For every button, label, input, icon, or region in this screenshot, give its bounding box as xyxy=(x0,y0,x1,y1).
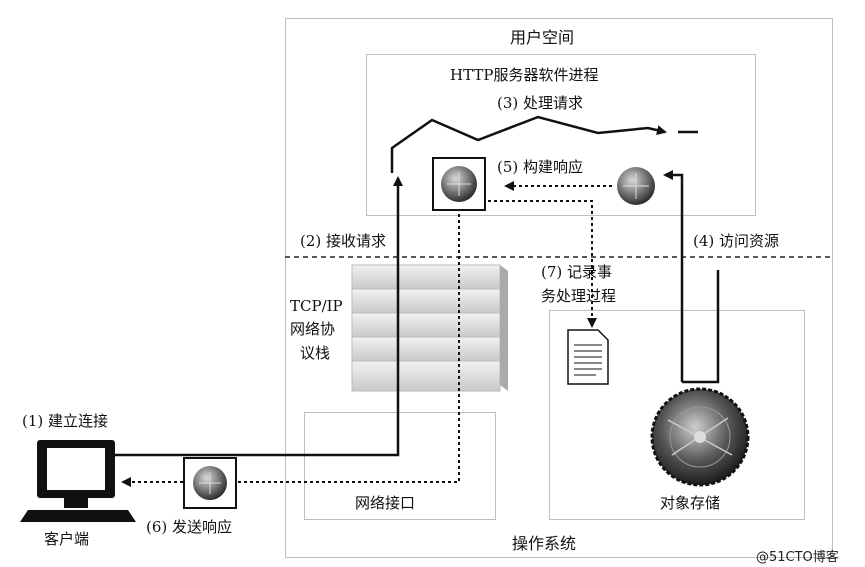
step4-label: (4) 访问资源 xyxy=(693,232,780,250)
client-computer-icon xyxy=(20,440,136,522)
step3-label: (3) 处理请求 xyxy=(497,94,584,112)
object-storage-box xyxy=(549,310,805,520)
tcpip-label-line3: 议栈 xyxy=(300,344,331,362)
tcpip-stack-graphic xyxy=(351,264,508,392)
object-storage-label: 对象存储 xyxy=(660,494,721,512)
user-space-label: 用户空间 xyxy=(510,28,575,47)
step7-label-line2: 务处理过程 xyxy=(541,287,617,305)
step2-label: (2) 接收请求 xyxy=(300,232,387,250)
operating-system-box xyxy=(285,18,833,558)
access-resource-line xyxy=(663,170,684,382)
http-process-box xyxy=(366,54,756,216)
http-process-label: HTTP服务器软件进程 xyxy=(450,66,599,84)
step6-label: (6) 发送响应 xyxy=(146,518,233,536)
sent-response-icon xyxy=(183,457,237,509)
os-label: 操作系统 xyxy=(512,534,577,553)
step7-label-line1: (7) 记录事 xyxy=(541,263,613,281)
client-label: 客户端 xyxy=(44,530,90,548)
network-interface-box xyxy=(304,412,496,520)
resource-object-icon xyxy=(617,167,655,205)
tcpip-label-line1: TCP/IP xyxy=(290,297,343,315)
log-document-icon xyxy=(567,329,609,385)
step5-label: (5) 构建响应 xyxy=(497,158,584,176)
request-path-line xyxy=(112,176,403,457)
send-response-path xyxy=(236,208,460,483)
response-object-icon xyxy=(432,157,486,211)
tcpip-label-line2: 网络协 xyxy=(290,320,336,338)
step1-label: (1) 建立连接 xyxy=(22,412,109,430)
watermark: @51CTO博客 xyxy=(756,550,839,565)
log-transaction-arrow xyxy=(488,200,597,328)
object-storage-disk-icon xyxy=(650,387,750,487)
network-interface-label: 网络接口 xyxy=(355,494,416,512)
processing-path-line xyxy=(390,115,667,173)
